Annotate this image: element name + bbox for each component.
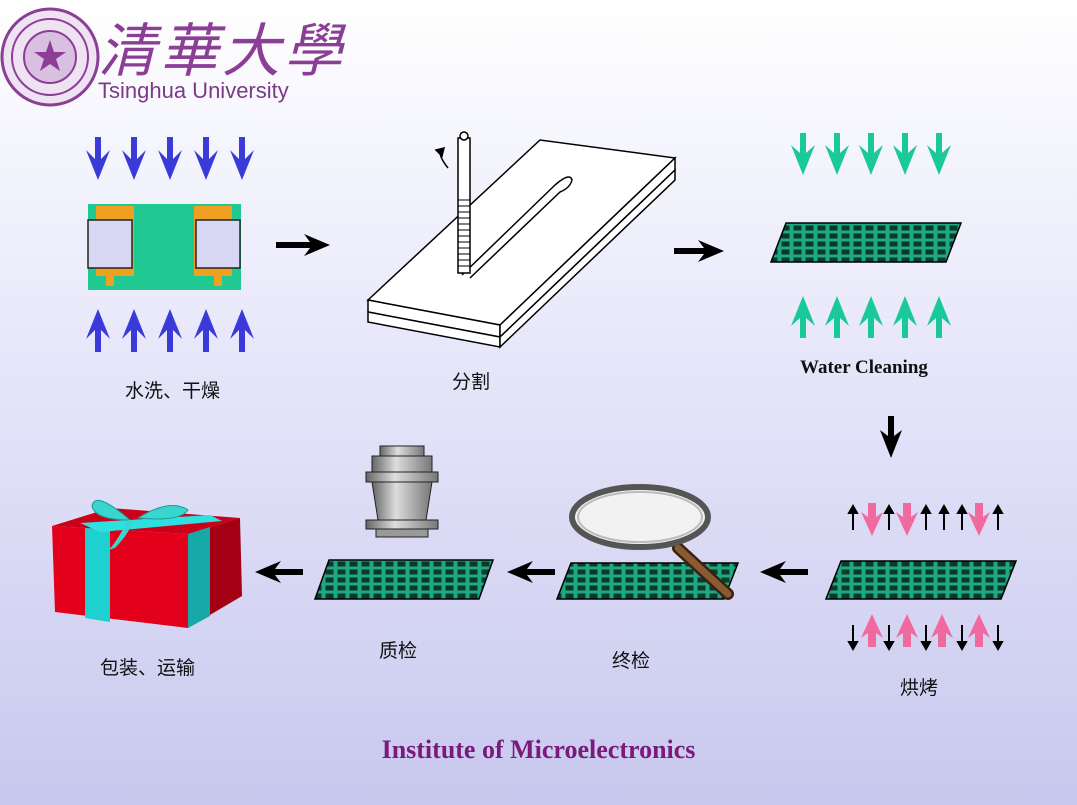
final-inspection-illustration [555,484,740,600]
arrow-left-icon [760,561,808,583]
step-label-dicing: 分割 [452,371,491,393]
gift-box-icon [52,499,242,628]
step-label-quality-inspection: 质检 [379,640,418,662]
step-label-water-cleaning: Water Cleaning [800,357,928,378]
university-calligraphy: 清華大學 [98,17,347,85]
step-label-baking: 烘烤 [900,677,939,699]
tsinghua-seal-icon [0,7,100,107]
arrow-right-icon [276,234,330,256]
step-label-wash-dry: 水洗、干燥 [125,380,221,402]
quality-inspection-illustration [313,445,495,600]
water-cleaning-illustration [769,133,963,338]
university-name: Tsinghua University [98,78,289,103]
arrow-left-icon [507,561,555,583]
baking-illustration [824,503,1018,652]
dicing-illustration [366,131,677,349]
step-label-packaging: 包装、运输 [100,657,196,679]
wash-dry-illustration [86,137,254,352]
arrow-down-icon [880,416,902,458]
arrow-left-icon [255,561,303,583]
step-label-final-inspection: 终检 [612,650,651,672]
arrow-right-icon [674,240,724,262]
institute-footer: Institute of Microelectronics [381,735,696,764]
